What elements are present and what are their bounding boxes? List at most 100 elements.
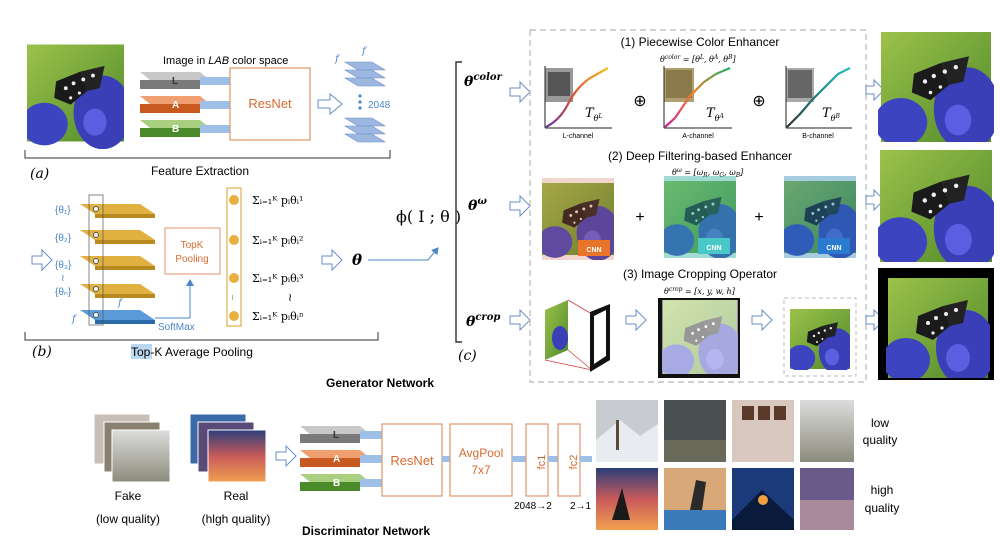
fc1-label: fc1 bbox=[536, 455, 548, 470]
fake-sublabel: (low quality) bbox=[96, 512, 160, 526]
plus-2: + bbox=[754, 209, 763, 226]
output-filter-image bbox=[878, 150, 994, 262]
topk-box-label-2: Pooling bbox=[175, 254, 208, 265]
real-label: Real bbox=[224, 489, 249, 503]
output-arrow-1 bbox=[865, 78, 885, 102]
t-theta-l: TθL bbox=[585, 106, 603, 123]
real-image-stack bbox=[189, 413, 267, 483]
svg-text:≀: ≀ bbox=[231, 293, 234, 302]
output-crop-image bbox=[886, 278, 990, 378]
feature-stack-top bbox=[343, 61, 387, 87]
theta-3-label: {θ₃} bbox=[55, 260, 72, 271]
b-channel-label: B-channel bbox=[802, 133, 834, 140]
output-color-image bbox=[878, 32, 994, 142]
channel-b-label: B bbox=[172, 124, 179, 135]
discriminator-caption: Discriminator Network bbox=[302, 524, 430, 538]
topk-caption: Top-K Average Pooling bbox=[131, 345, 253, 359]
avgpool-box bbox=[449, 423, 513, 497]
arrow-crop bbox=[509, 308, 531, 332]
disc-channel-l: L bbox=[300, 426, 382, 443]
enhancer-bracket bbox=[455, 61, 462, 343]
caption-highlight bbox=[131, 344, 152, 359]
disc-input-arrow bbox=[275, 444, 297, 468]
arrow-color bbox=[509, 80, 531, 104]
crop-arrow-2 bbox=[751, 308, 773, 332]
theta-1-label: {θ₁} bbox=[55, 205, 71, 216]
panel-c-label: (c) bbox=[458, 348, 477, 364]
pooled-sum-3: Σᵢ₌₁ᴷ pᵢθᵢ³ bbox=[252, 272, 303, 285]
selection-window bbox=[88, 194, 104, 326]
input-arrow-topk bbox=[31, 248, 53, 272]
cnn-r-label: CNN bbox=[586, 247, 601, 254]
panel-b-label: (b) bbox=[32, 344, 52, 360]
real-sublabel: (hlgh quality) bbox=[202, 512, 271, 526]
color-enhancer: (1) Piecewise Color Enhancer θcolor = [θ… bbox=[544, 35, 852, 140]
pooled-sum-1: Σᵢ₌₁ᴷ pᵢθᵢ¹ bbox=[252, 194, 303, 207]
disc-resnet-box bbox=[381, 423, 443, 497]
crop-box-3d bbox=[544, 299, 610, 372]
disc-a-label: A bbox=[333, 454, 340, 465]
theta-crop-param: θcrop bbox=[466, 312, 500, 330]
crop-overlay-image bbox=[658, 298, 740, 378]
avgpool-label: AvgPool bbox=[459, 446, 503, 460]
t-theta-b: TθB bbox=[822, 106, 841, 123]
b-channel-curve: TθB B-channel bbox=[785, 66, 852, 140]
channel-l-label: L bbox=[172, 76, 178, 87]
filter-formula: θω = [ωR, ωG, ωB] bbox=[672, 167, 744, 179]
high-quality-sublabel: quality bbox=[865, 501, 900, 515]
disc-channel-b: B bbox=[300, 474, 382, 491]
generator-caption: Generator Network bbox=[326, 376, 434, 390]
theta-omega-param: θω bbox=[468, 196, 487, 214]
theta-color-param: θcolor bbox=[464, 72, 503, 90]
crop-result-image bbox=[790, 309, 850, 370]
l-channel-label: L-channel bbox=[563, 133, 594, 140]
filter-g-image: CNN bbox=[664, 176, 736, 258]
theta-to-phi-arrow bbox=[368, 247, 439, 261]
pooled-vector bbox=[226, 187, 242, 327]
crop-operator: (3) Image Cropping Operator θcrop = [x, … bbox=[544, 267, 857, 378]
low-quality-samples bbox=[596, 400, 854, 462]
resnet-box bbox=[229, 67, 311, 141]
topk-bracket bbox=[24, 332, 379, 341]
disc-l-label: L bbox=[333, 430, 339, 441]
feature-f-label-1: f bbox=[334, 54, 341, 65]
crop-formula: θcrop = [x, y, w, h] bbox=[664, 286, 736, 296]
disc-resnet-label: ResNet bbox=[390, 453, 434, 468]
topk-caption-rest: -K Average Pooling bbox=[150, 345, 253, 359]
a-channel-curve: TθA A-channel bbox=[663, 66, 732, 140]
color-formula: θcolor = [θL, θA, θB] bbox=[660, 54, 737, 64]
topk-box-label-1: TopK bbox=[181, 240, 204, 251]
fake-image-stack bbox=[93, 413, 171, 483]
feature-extraction-bracket bbox=[24, 150, 391, 159]
oplus-2: ⊕ bbox=[752, 93, 765, 110]
pooled-sum-dots: ≀ bbox=[288, 291, 292, 304]
channel-a-label: A bbox=[172, 100, 179, 111]
high-quality-samples bbox=[596, 468, 854, 530]
cnn-g-label: CNN bbox=[706, 245, 721, 252]
filter-r-image: CNN bbox=[542, 178, 614, 260]
disc-b-label: B bbox=[333, 478, 340, 489]
filter-b-image: CNN bbox=[784, 176, 856, 258]
theta-2-label: {θ₂} bbox=[55, 233, 72, 244]
theta-dots: ≀ bbox=[61, 273, 65, 284]
resnet-label: ResNet bbox=[248, 96, 292, 111]
plus-1: + bbox=[635, 209, 644, 226]
avgpool-size: 7x7 bbox=[471, 463, 491, 477]
t-theta-a: TθA bbox=[706, 106, 725, 123]
enhancer-frame bbox=[529, 29, 867, 383]
panel-a-label: (a) bbox=[30, 166, 49, 182]
fc2-label: fc2 bbox=[568, 455, 580, 470]
topk-caption-highlight: Top bbox=[131, 345, 151, 359]
cnn-b-label: CNN bbox=[826, 245, 841, 252]
pooled-sum-2: Σᵢ₌₁ᴷ pᵢθᵢ² bbox=[252, 234, 303, 247]
theta-n-label: {θₙ} bbox=[55, 287, 72, 298]
theta-output-label: θ bbox=[352, 251, 362, 269]
l-channel-curve: TθL L-channel bbox=[544, 66, 612, 140]
softmax-label: SoftMax bbox=[158, 322, 195, 333]
crop-arrow-1 bbox=[625, 308, 647, 332]
topk-pooling-box bbox=[164, 227, 221, 275]
feature-f-label-2: f bbox=[361, 46, 368, 57]
filter-enhancer-title: (2) Deep Filtering-based Enhancer bbox=[608, 149, 792, 163]
lab-input-label: Image in LAB color space bbox=[163, 55, 288, 67]
